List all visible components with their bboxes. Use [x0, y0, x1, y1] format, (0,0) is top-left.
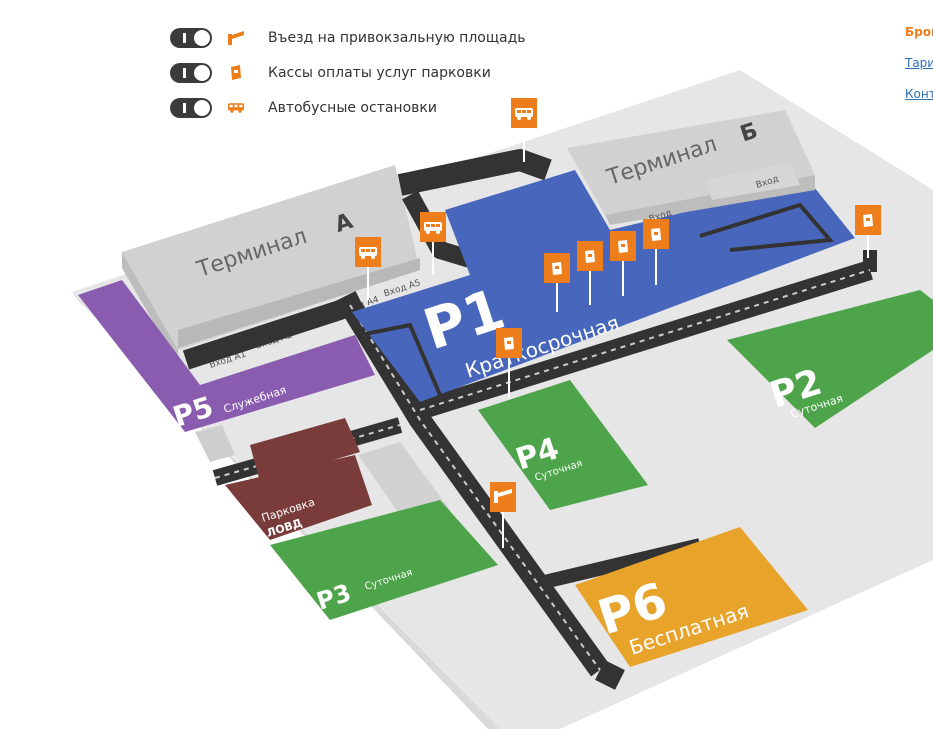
payment-kiosk-marker[interactable]	[643, 219, 669, 285]
entrance-toggle[interactable]	[170, 27, 212, 48]
payment-kiosk-marker[interactable]	[577, 241, 603, 305]
payment-kiosk-marker[interactable]	[610, 231, 636, 296]
terminal-b-building: Терминал Б Вход Вход	[567, 110, 815, 225]
bus-stop-marker[interactable]	[355, 237, 381, 300]
terminal-b-letter: Б	[737, 118, 761, 147]
terminal-a-letter: А	[332, 209, 356, 238]
parking-p4[interactable]: P4 Суточная	[478, 380, 648, 510]
legend-row-entrance: Въезд на привокзальную площадь	[170, 20, 526, 55]
tariffs-link[interactable]: Тари	[905, 56, 933, 70]
legend-label-payment: Кассы оплаты услуг парковки	[268, 64, 491, 81]
legend-row-bus: Автобусные остановки	[170, 90, 526, 125]
service-building	[195, 425, 235, 462]
payment-kiosk-marker[interactable]	[496, 328, 522, 398]
contacts-link[interactable]: Конт	[905, 87, 933, 101]
entrance-icon	[228, 30, 244, 46]
entrance-marker[interactable]	[490, 482, 516, 548]
payment-kiosk-icon	[228, 65, 244, 81]
parking-p3[interactable]: P3 Суточная	[270, 500, 498, 620]
bus-stop-toggle[interactable]	[170, 97, 212, 118]
payment-kiosk-marker[interactable]	[544, 253, 570, 312]
parking-p5[interactable]: P5 Служебная	[78, 280, 375, 434]
parking-p2[interactable]: P2 Суточная	[727, 290, 933, 428]
payment-kiosk-marker[interactable]	[855, 205, 881, 258]
legend: Въезд на привокзальную площадь Кассы опл…	[170, 20, 526, 125]
side-links: Брон Тари Конт	[905, 24, 933, 117]
payment-kiosk-toggle[interactable]	[170, 62, 212, 83]
booking-link[interactable]: Брон	[905, 25, 933, 39]
bus-stop-marker[interactable]	[511, 98, 537, 162]
bus-icon	[228, 100, 244, 116]
parking-lovd[interactable]: Парковка ЛОВД	[225, 418, 372, 540]
legend-label-bus: Автобусные остановки	[268, 99, 437, 116]
legend-row-payment: Кассы оплаты услуг парковки	[170, 55, 526, 90]
bus-stop-marker[interactable]	[420, 212, 446, 275]
legend-label-entrance: Въезд на привокзальную площадь	[268, 29, 526, 46]
